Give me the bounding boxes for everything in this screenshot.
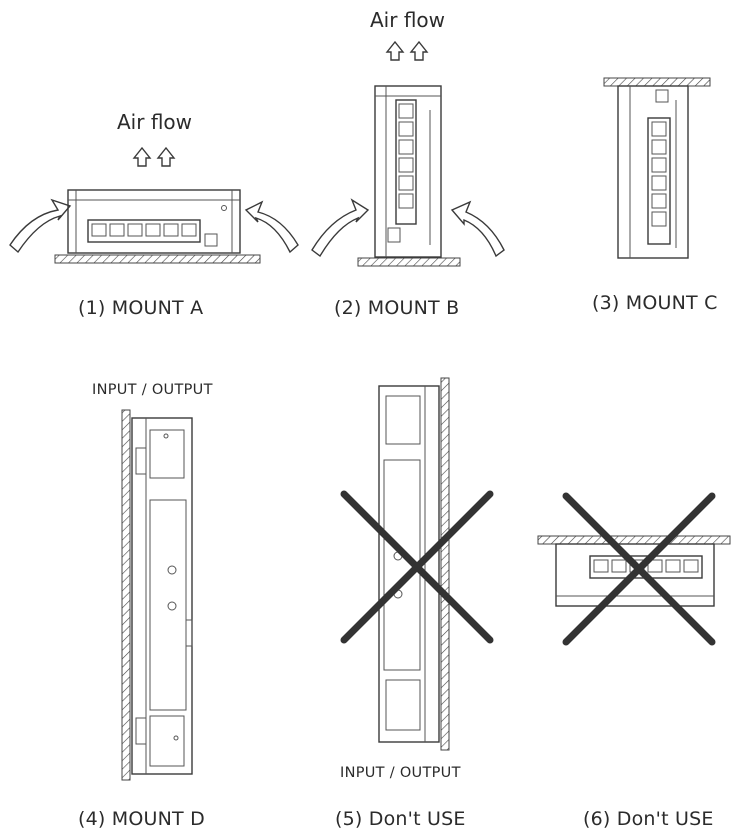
caption-mount-b: (2) MOUNT B: [334, 297, 460, 319]
mount-d-io-label: INPUT / OUTPUT: [92, 382, 213, 398]
mount-a-base-plate: [54, 254, 261, 264]
mount-c-drawing: [603, 77, 711, 259]
mount-b-airflow-left-arrow: [311, 198, 370, 258]
mount-a-airflow-label: Air flow: [117, 110, 193, 134]
mount-c-ceiling-plate: [603, 77, 711, 87]
dont-use-6-unit-body: [555, 543, 715, 607]
mount-b-base-plate: [357, 257, 461, 267]
mount-a-airflow-left-arrow: [9, 198, 72, 254]
dont-use-5-wall-plate: [440, 377, 450, 751]
mount-b-up-arrow-1: [385, 40, 405, 61]
caption-mount-d: (4) MOUNT D: [78, 808, 205, 830]
mount-b-up-arrow-2: [409, 40, 429, 61]
mount-d-drawing: [121, 409, 193, 781]
dont-use-6-cross-line-2: [562, 492, 716, 646]
mount-d-wall-plate: [121, 409, 131, 781]
caption-mount-c: (3) MOUNT C: [592, 292, 718, 314]
mount-a-airflow-right-arrow: [244, 200, 299, 254]
mount-b-airflow-label: Air flow: [370, 8, 446, 32]
dont-use-5-io-label: INPUT / OUTPUT: [340, 765, 461, 781]
mount-c-unit-body: [617, 85, 689, 259]
mount-a-up-arrow-2: [156, 146, 176, 167]
mount-b-airflow-right-arrow: [450, 200, 505, 258]
mount-d-unit-body: [131, 417, 193, 775]
mount-a-terminal-block: [87, 219, 201, 243]
caption-dont-use-6: (6) Don't USE: [583, 808, 714, 830]
dont-use-5-cross-line-2: [340, 490, 494, 644]
mount-b-terminal-block: [395, 99, 417, 225]
dont-use-6-ceiling-plate: [537, 535, 731, 545]
mount-b-drawing: [311, 40, 505, 267]
dont-use-5-unit-body: [378, 385, 440, 743]
mount-a-unit-body: [67, 189, 241, 254]
mount-c-terminal-block: [647, 117, 671, 245]
mount-b-unit-body: [374, 85, 442, 258]
dont-use-6-drawing: [537, 492, 731, 646]
dont-use-5-drawing: [340, 377, 494, 751]
mount-a-up-arrow-1: [132, 146, 152, 167]
caption-dont-use-5: (5) Don't USE: [335, 808, 466, 830]
caption-mount-a: (1) MOUNT A: [78, 297, 204, 319]
mount-a-drawing: [9, 146, 299, 264]
